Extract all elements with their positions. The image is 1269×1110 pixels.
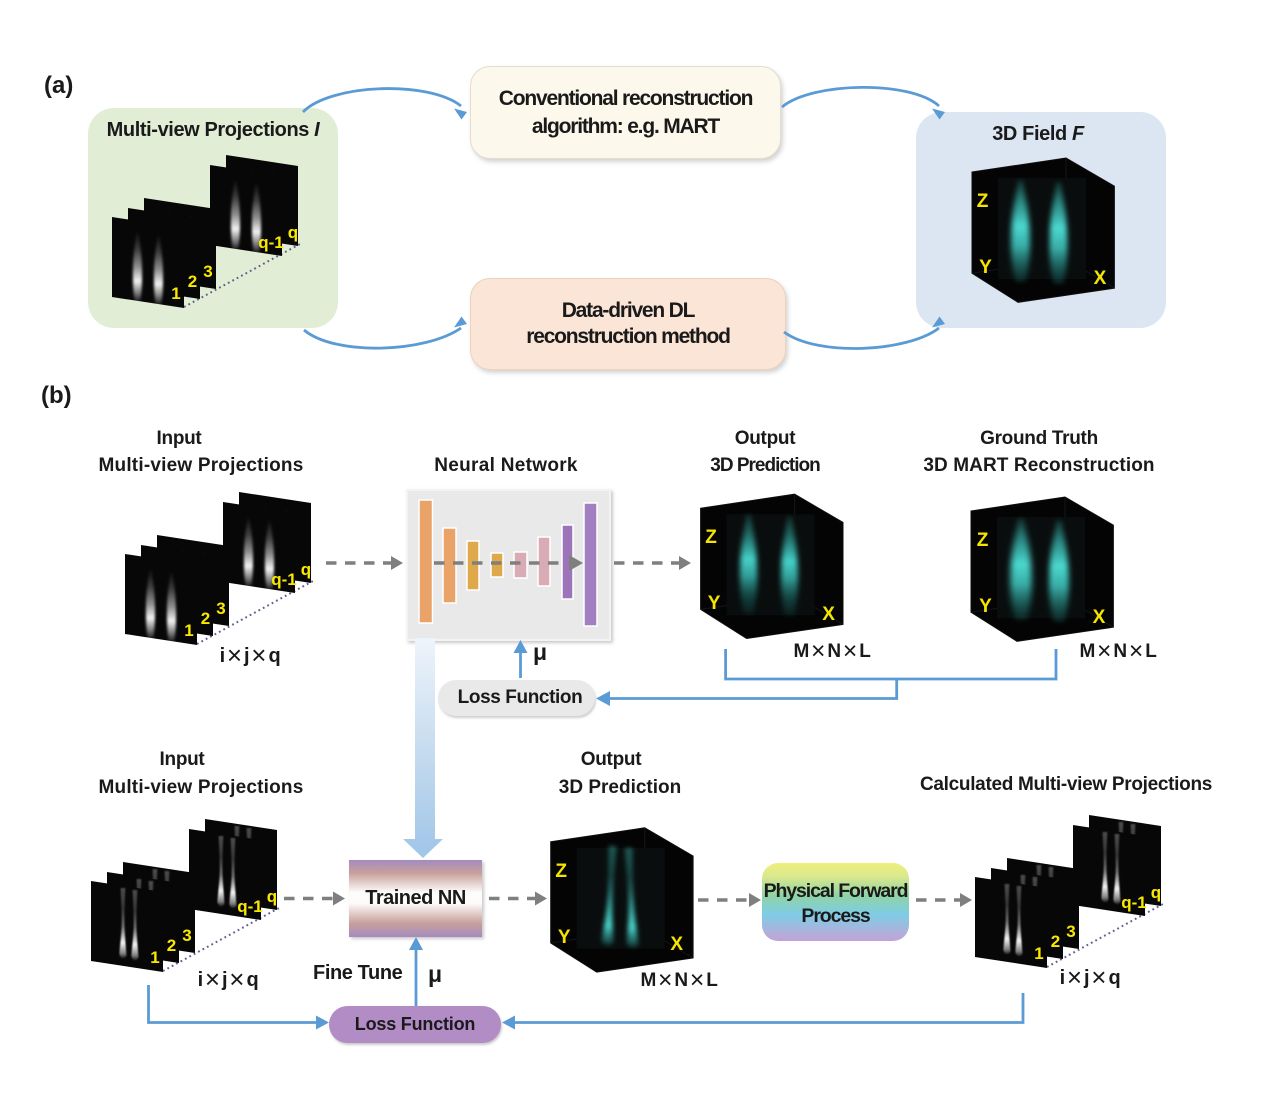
svg-text:X: X <box>670 934 683 955</box>
svg-text:Z: Z <box>705 527 717 548</box>
svg-text:Z: Z <box>555 861 567 882</box>
svg-text:X: X <box>1093 607 1106 628</box>
svg-text:Z: Z <box>977 530 989 551</box>
svg-text:Y: Y <box>708 593 721 614</box>
svg-text:Z: Z <box>977 191 989 212</box>
svg-text:Y: Y <box>979 596 992 617</box>
svg-text:Y: Y <box>558 927 571 948</box>
svg-text:X: X <box>1094 268 1107 289</box>
svg-text:Y: Y <box>979 257 992 278</box>
svg-text:X: X <box>822 604 835 625</box>
